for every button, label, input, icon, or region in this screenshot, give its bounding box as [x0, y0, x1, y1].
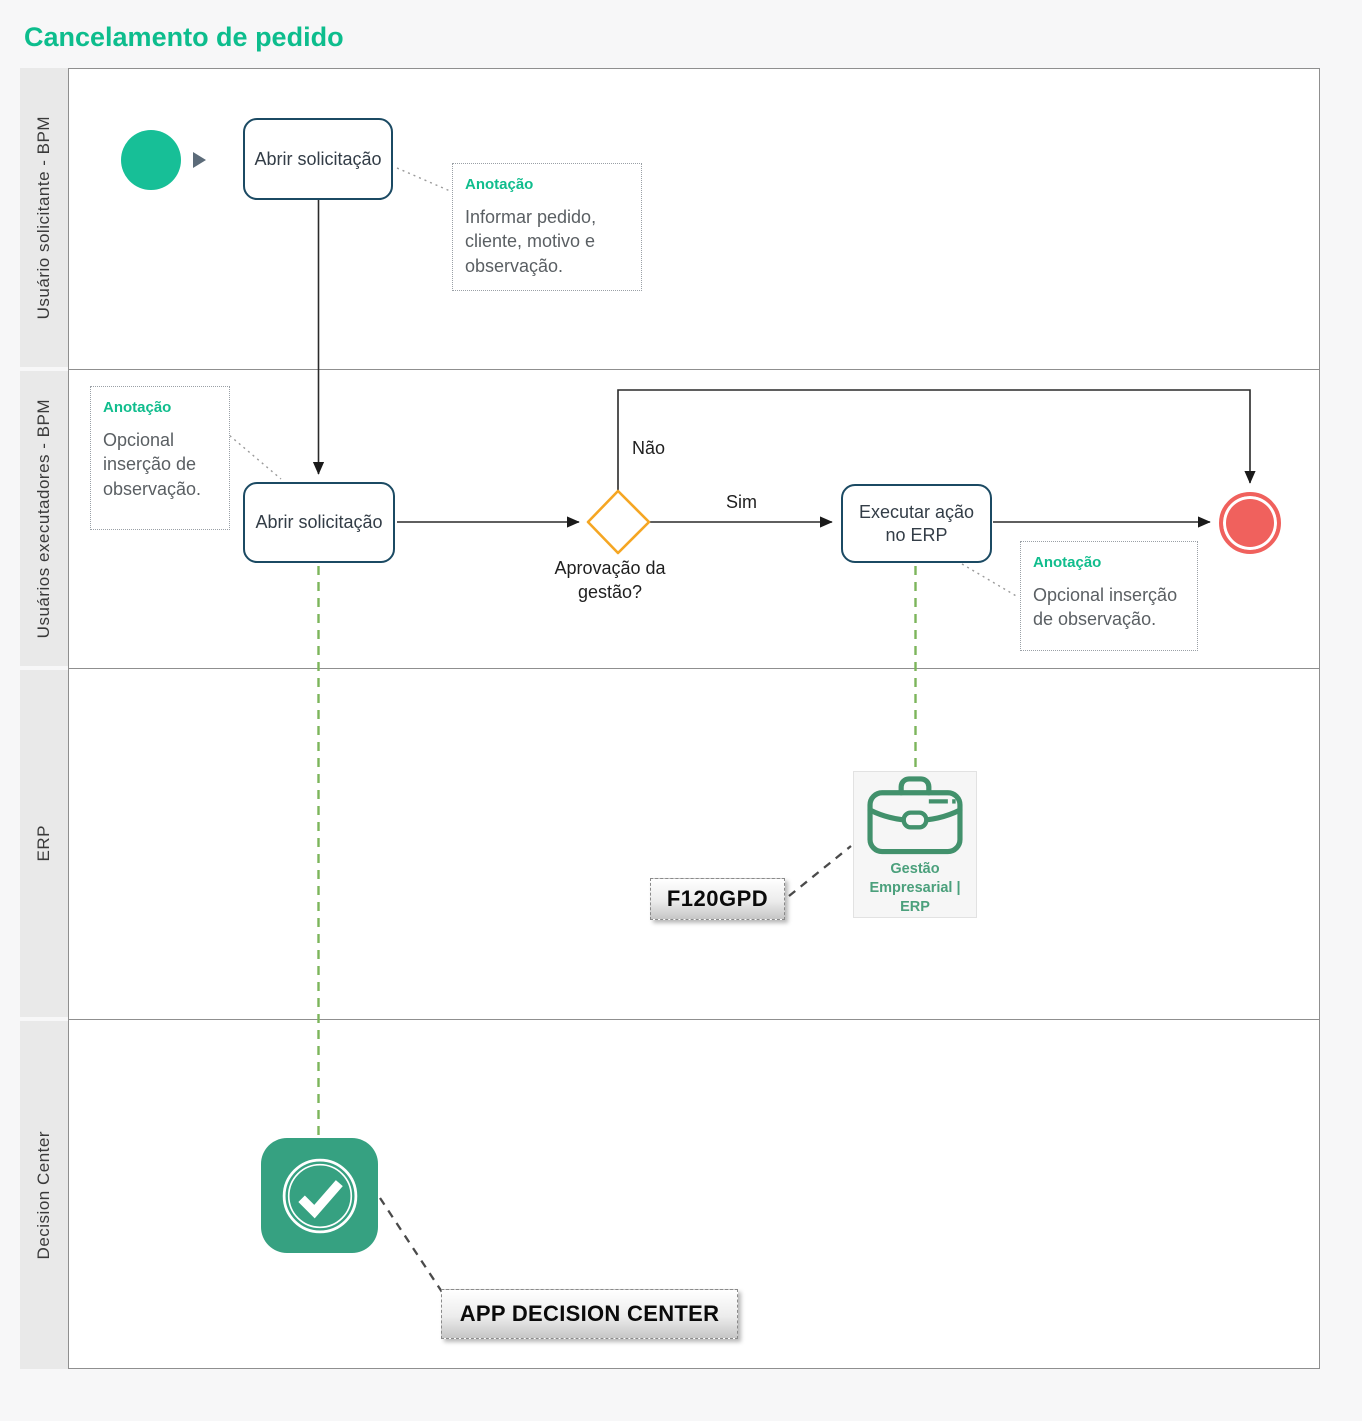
gateway-question-label: Aprovação da gestão?: [554, 558, 666, 603]
lane-label-erp: ERP: [34, 825, 53, 862]
erp-reference-label: F120GPD: [666, 886, 769, 911]
task-abrir-solicitacao-1[interactable]: Abrir solicitação: [243, 118, 393, 200]
annotation-request-title: Anotação: [465, 176, 534, 193]
edge-label-sim: Sim: [726, 492, 757, 512]
task-abrir-solicitacao-2-label: Abrir solicitação: [255, 512, 383, 533]
erp-caption: Gestão Empresarial | ERP: [854, 860, 976, 917]
annotation-open-request-body: Opcional inserção de observação.: [103, 430, 202, 499]
play-triangle-icon: [193, 152, 206, 168]
lane-separator-3: [68, 1019, 1320, 1020]
pool-body: [68, 68, 1320, 1369]
annotation-execute: Anotação Opcional inserção de observação…: [1020, 541, 1198, 651]
lane-header-usuarios-executadores: Usuários executadores - BPM: [20, 371, 68, 666]
annotation-execute-title: Anotação: [1033, 554, 1102, 571]
annotation-request-body: Informar pedido, cliente, motivo e obser…: [465, 207, 597, 276]
lane-header-usuario-solicitante: Usuário solicitante - BPM: [20, 68, 68, 367]
decision-center-app-label: APP DECISION CENTER: [459, 1301, 720, 1326]
end-event[interactable]: [1219, 492, 1281, 554]
task-abrir-solicitacao-2[interactable]: Abrir solicitação: [243, 482, 395, 563]
annotation-open-request: Anotação Opcional inserção de observação…: [90, 386, 230, 530]
lane-label-decision-center: Decision Center: [34, 1130, 53, 1260]
erp-app-tile[interactable]: Gestão Empresarial | ERP: [853, 771, 977, 918]
lane-separator-2: [68, 668, 1320, 669]
lane-header-erp: ERP: [20, 670, 68, 1017]
lane-header-decision-center: Decision Center: [20, 1021, 68, 1369]
start-event[interactable]: [121, 130, 181, 190]
erp-reference-box[interactable]: F120GPD: [650, 878, 785, 920]
erp-caption-line1: Gestão: [890, 861, 940, 878]
lane-label-usuarios-executadores: Usuários executadores - BPM: [34, 398, 53, 639]
task-executar-acao-erp-label: Executar ação no ERP: [858, 502, 975, 545]
annotation-open-request-title: Anotação: [103, 399, 172, 416]
task-abrir-solicitacao-1-label: Abrir solicitação: [254, 148, 382, 169]
decision-center-app-box[interactable]: APP DECISION CENTER: [441, 1289, 738, 1339]
lane-label-usuario-solicitante: Usuário solicitante - BPM: [34, 115, 53, 320]
annotation-request: Anotação Informar pedido, cliente, motiv…: [452, 163, 642, 291]
briefcase-icon: [867, 776, 963, 855]
task-executar-acao-erp[interactable]: Executar ação no ERP: [841, 484, 992, 563]
decision-center-app-icon[interactable]: [261, 1138, 378, 1253]
lane-separator-1: [68, 369, 1320, 370]
annotation-execute-body: Opcional inserção de observação.: [1033, 585, 1178, 630]
erp-caption-line2: Empresarial | ERP: [869, 880, 961, 916]
edge-label-nao: Não: [632, 438, 666, 458]
page-title: Cancelamento de pedido: [24, 22, 344, 52]
checkmark-icon: [282, 1158, 357, 1233]
